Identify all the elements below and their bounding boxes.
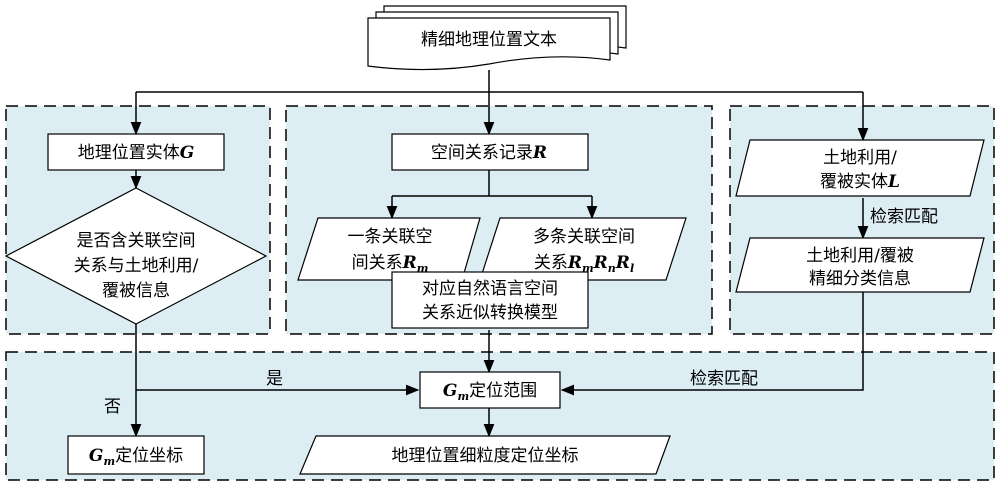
conversion-model-line-1: 对应自然语言空间 (422, 279, 558, 299)
one-relation-sub: m (417, 262, 429, 275)
locate-range-label: 定位范围 (469, 381, 537, 401)
spatial-record-node: 空间关系记录R (391, 133, 589, 171)
edge-label-match-1: 检索匹配 (870, 207, 938, 227)
svg-text:关系RmRnRl: 关系RmRnRl (534, 253, 634, 275)
geo-entity-label: 地理位置实体 (78, 143, 180, 163)
one-relation-line-1: 一条关联空 (348, 227, 433, 247)
fine-coord-label: 地理位置细粒度定位坐标 (392, 446, 579, 466)
one-relation-var: R (402, 253, 417, 273)
multi-relation-node: 多条关联空间 关系RmRnRl (479, 217, 687, 281)
locate-range-var: G (443, 381, 458, 401)
fine-coord-node: 地理位置细粒度定位坐标 (299, 435, 671, 475)
locate-coord-node: Gm定位坐标 (67, 435, 205, 475)
landuse-entity-line-1: 土地利用/ (823, 148, 897, 168)
edge-landuse-to-range (560, 292, 864, 396)
decision-line-2: 关系与土地利用/ (74, 256, 199, 276)
geo-entity-var: G (180, 143, 195, 163)
landuse-entity-var: L (887, 172, 900, 192)
svg-text:地理位置实体G: 地理位置实体G (78, 143, 195, 163)
multi-relation-var-3: R (615, 253, 630, 273)
connectors (130, 70, 869, 438)
spatial-record-var: R (532, 143, 547, 163)
multi-relation-var-2: R (593, 253, 608, 273)
edge-label-yes: 是 (266, 369, 283, 389)
decision-line-1: 是否含关联空间 (77, 231, 196, 251)
spatial-record-label: 空间关系记录 (431, 143, 533, 163)
landuse-info-line-1: 土地利用/覆被 (806, 246, 914, 266)
multi-relation-line-2: 关系 (534, 253, 568, 273)
multi-relation-sub-2: n (608, 262, 616, 275)
multi-relation-line-1: 多条关联空间 (533, 227, 635, 247)
landuse-info-line-2: 精细分类信息 (809, 269, 911, 289)
multi-relation-sub-1: m (582, 262, 594, 275)
source-document-label: 精细地理位置文本 (421, 30, 557, 50)
landuse-entity-node: 土地利用/ 覆被实体L (735, 139, 985, 197)
one-relation-line-2: 间关系 (352, 253, 403, 273)
landuse-info-node: 土地利用/覆被 精细分类信息 (735, 237, 985, 293)
svg-text:间关系Rm: 间关系Rm (352, 253, 429, 275)
multi-relation-sub-3: l (630, 262, 634, 275)
locate-coord-sub: m (103, 455, 115, 468)
multi-relation-var-1: R (567, 253, 582, 273)
decision-node: 是否含关联空间 关系与土地利用/ 覆被信息 (4, 187, 268, 325)
conversion-model-line-2: 关系近似转换模型 (422, 303, 558, 323)
locate-coord-label: 定位坐标 (115, 446, 183, 466)
svg-text:Gm定位坐标: Gm定位坐标 (89, 446, 183, 468)
svg-text:空间关系记录R: 空间关系记录R (431, 143, 547, 163)
svg-text:覆被实体L: 覆被实体L (820, 172, 900, 192)
conversion-model-node: 对应自然语言空间 关系近似转换模型 (391, 271, 589, 329)
decision-line-3: 覆被信息 (102, 281, 170, 301)
edge-label-no: 否 (104, 397, 121, 417)
edge-label-match-2: 检索匹配 (690, 369, 758, 389)
locate-range-sub: m (457, 390, 469, 403)
source-document-node: 精细地理位置文本 (367, 5, 627, 71)
one-relation-node: 一条关联空 间关系Rm (297, 217, 481, 281)
locate-coord-var: G (89, 446, 104, 466)
landuse-entity-line-2: 覆被实体 (820, 172, 888, 192)
geo-entity-node: 地理位置实体G (47, 133, 225, 171)
locate-range-node: Gm定位范围 (419, 371, 561, 409)
svg-text:Gm定位范围: Gm定位范围 (443, 381, 537, 403)
